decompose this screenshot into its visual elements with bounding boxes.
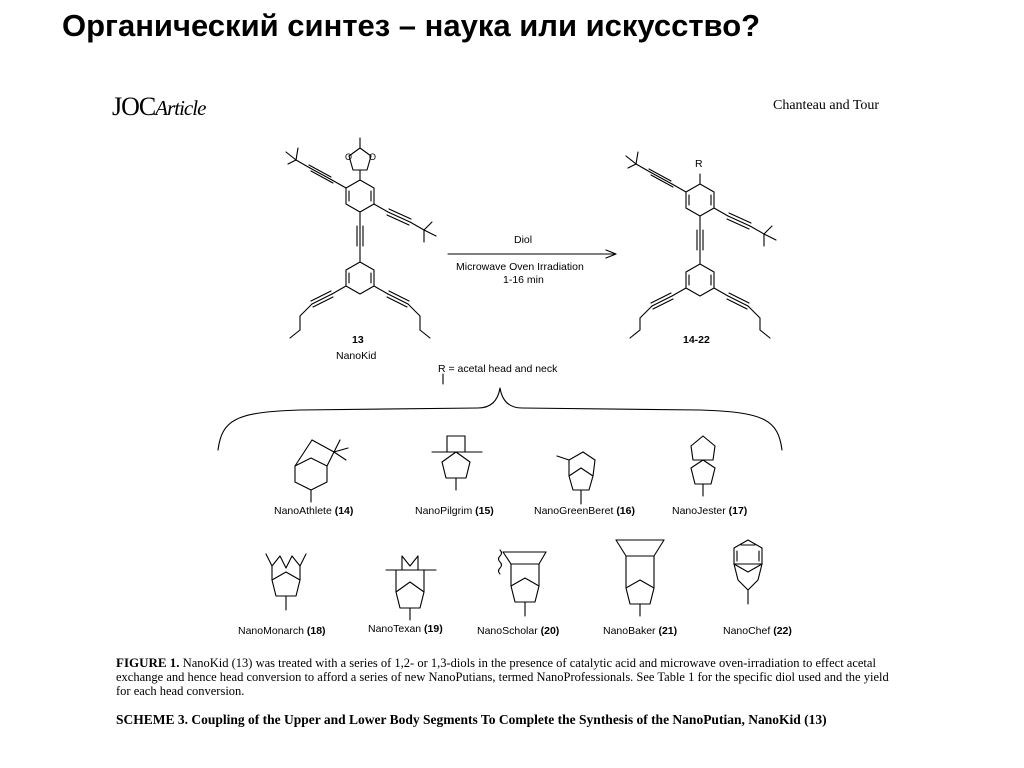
head-texan-structure	[385, 555, 437, 621]
head-athlete-structure	[294, 439, 349, 503]
head-label: NanoScholar (20)	[477, 625, 560, 637]
figure-caption: FIGURE 1. NanoKid (13) was treated with …	[116, 655, 889, 699]
article-label: Article	[155, 96, 206, 120]
head-label: NanoPilgrim (15)	[415, 505, 494, 517]
head-label: NanoTexan (19)	[368, 623, 443, 635]
journal-logo: JOCArticle	[112, 92, 206, 122]
head-pilgrim-structure	[431, 435, 483, 491]
head-label: NanoGreenBeret (16)	[534, 505, 635, 517]
head-label: NanoAthlete (14)	[274, 505, 354, 517]
authors-header: Chanteau and Tour	[773, 98, 880, 113]
product-r-label: R	[695, 158, 703, 170]
start-compound-number: 13	[352, 334, 364, 346]
head-greenberet-structure	[556, 451, 596, 505]
head-label: NanoJester (17)	[672, 505, 748, 517]
curly-brace	[217, 387, 783, 451]
head-chef-structure	[733, 539, 763, 605]
reaction-arrow	[447, 249, 617, 259]
conditions-line2: 1-16 min	[503, 274, 544, 286]
head-label: NanoMonarch (18)	[238, 625, 326, 637]
head-baker-structure	[615, 539, 665, 617]
head-monarch-structure	[265, 553, 307, 611]
head-jester-structure	[690, 435, 716, 497]
slide-title: Органический синтез – наука или искусств…	[62, 8, 761, 43]
atom-label-o: O	[345, 152, 352, 162]
head-label: NanoChef (22)	[723, 625, 792, 637]
reagent-label: Diol	[514, 234, 533, 246]
nanokid-structure	[285, 137, 437, 339]
atom-label-o: O	[369, 152, 376, 162]
product-compound-number: 14-22	[683, 334, 710, 346]
journal-name: JOC	[112, 92, 156, 121]
product-structure	[625, 151, 777, 339]
r-definition-note: R = acetal head and neck	[438, 363, 558, 375]
scheme-title: SCHEME 3. Coupling of the Upper and Lowe…	[116, 712, 827, 727]
head-label: NanoBaker (21)	[603, 625, 678, 637]
start-compound-name: NanoKid	[336, 350, 377, 362]
head-scholar-structure	[497, 549, 547, 617]
conditions-line1: Microwave Oven Irradiation	[456, 261, 584, 273]
